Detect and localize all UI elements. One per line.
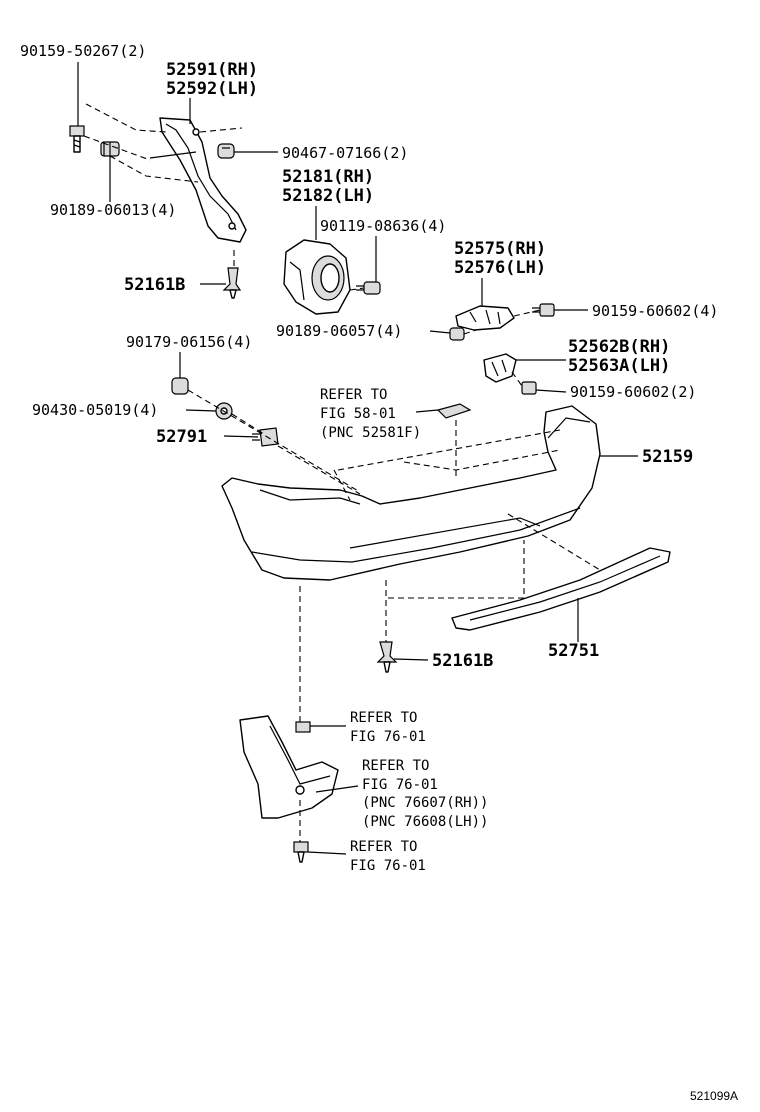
- bumper-bracket-52562b: [483, 353, 517, 383]
- clip-52161b-bottom: [376, 641, 398, 673]
- label-52791: 52791: [156, 427, 207, 447]
- label-52562b-rh: 52562B(RH): [568, 337, 670, 357]
- refer-fig-58-01-line1: REFER TO: [320, 387, 387, 403]
- refer-fig-76-01-c-line2: FIG 76-01: [350, 858, 426, 874]
- clip-90467-07166: [217, 143, 235, 159]
- screw-90159-60602-4: [532, 303, 555, 317]
- refer-fig-76-01-a-line1: REFER TO: [350, 710, 417, 726]
- refer-fig-76-01-a-line2: FIG 76-01: [350, 729, 426, 745]
- refer-fig-76-01-b-line4: (PNC 76608(LH)): [362, 814, 488, 830]
- label-90119-08636: 90119-08636(4): [320, 217, 446, 235]
- bumper-reflector-piece: [436, 403, 472, 419]
- spacer-90179-06156: [171, 377, 189, 395]
- clip-52161b-top: [222, 267, 242, 299]
- refer-fig-76-01-b-line2: FIG 76-01: [362, 777, 438, 793]
- mudguard-screw: [293, 841, 309, 863]
- nut-90189-06013: [100, 141, 120, 157]
- figure-id: 521099A: [690, 1089, 738, 1103]
- label-90189-06057: 90189-06057(4): [276, 322, 402, 340]
- label-52182-lh: 52182(LH): [282, 186, 374, 206]
- label-52161b-bottom: 52161B: [432, 651, 493, 671]
- refer-fig-76-01-b-line3: (PNC 76607(RH)): [362, 795, 488, 811]
- reflector-lamp: [283, 239, 351, 315]
- label-52575-rh: 52575(RH): [454, 239, 546, 259]
- label-52159: 52159: [642, 447, 693, 467]
- rear-bumper-cover: [221, 405, 601, 581]
- label-90467-07166: 90467-07166(2): [282, 144, 408, 162]
- leader-lines: [77, 62, 638, 855]
- refer-fig-58-01-line3: (PNC 52581F): [320, 425, 421, 441]
- bumper-bracket-52575: [455, 305, 515, 331]
- label-52161b-top: 52161B: [124, 275, 185, 295]
- callout-labels: 90159-50267(2) 52591(RH) 52592(LH) 90467…: [20, 42, 738, 1103]
- label-52592-lh: 52592(LH): [166, 79, 258, 99]
- label-90189-06013: 90189-06013(4): [50, 201, 176, 219]
- label-52576-lh: 52576(LH): [454, 258, 546, 278]
- screw-90159-60602-2: [521, 381, 537, 395]
- label-90159-60602-2: 90159-60602(2): [570, 383, 696, 401]
- refer-fig-76-01-b-line1: REFER TO: [362, 758, 429, 774]
- label-90430-05019: 90430-05019(4): [32, 401, 158, 419]
- label-90179-06156: 90179-06156(4): [126, 333, 252, 351]
- bolt-90159-50267: [69, 125, 85, 153]
- bumper-lower-garnish: [451, 547, 671, 631]
- mudguard: [239, 715, 339, 819]
- label-52181-rh: 52181(RH): [282, 167, 374, 187]
- label-52591-rh: 52591(RH): [166, 60, 258, 80]
- refer-fig-58-01-line2: FIG 58-01: [320, 406, 396, 422]
- label-90159-50267: 90159-50267(2): [20, 42, 146, 60]
- label-90159-60602-4: 90159-60602(4): [592, 302, 718, 320]
- fender-liner-bracket: [149, 117, 247, 243]
- label-52563a-lh: 52563A(LH): [568, 356, 670, 376]
- nut-90189-06057: [449, 327, 465, 341]
- refer-fig-76-01-c-line1: REFER TO: [350, 839, 417, 855]
- assembly-dashed-lines: [83, 103, 601, 842]
- screw-90119-08636: [356, 281, 381, 295]
- label-52751: 52751: [548, 641, 599, 661]
